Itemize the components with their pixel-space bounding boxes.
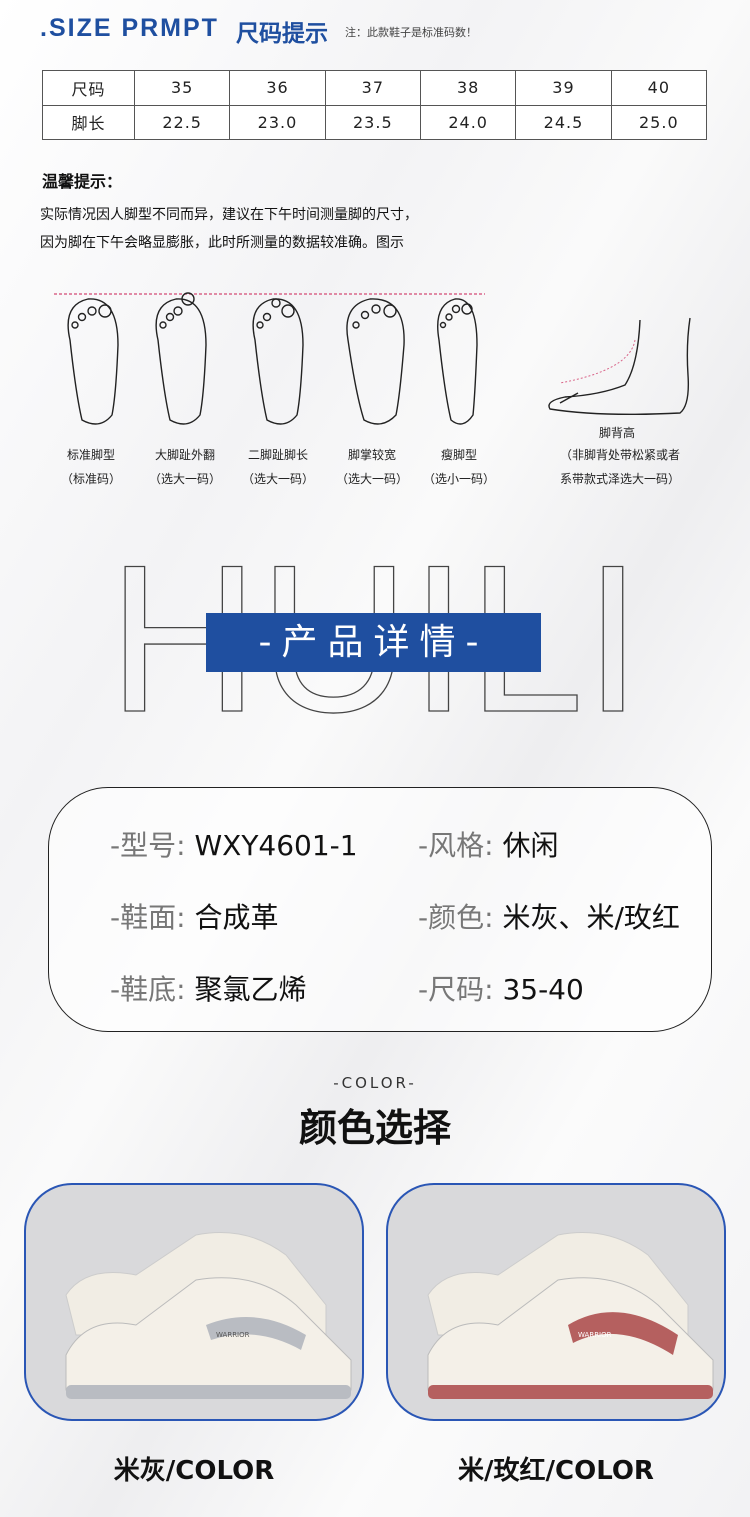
- color-option-photo[interactable]: WARRIOR: [386, 1183, 726, 1421]
- spec-value: 米灰、米/玫红: [502, 901, 680, 934]
- cell: 39: [515, 70, 612, 106]
- cell: 23.0: [229, 104, 326, 140]
- foot-icon: [155, 292, 207, 425]
- spec-key: -鞋面:: [110, 901, 186, 934]
- spec-item: -颜色: 米灰、米/玫红: [418, 896, 680, 936]
- spec-item: -尺码: 35-40: [418, 968, 584, 1008]
- spec-key: -型号:: [110, 829, 186, 862]
- instep-foot-icon: [548, 317, 691, 416]
- foot-advice: （选大一码）: [148, 472, 221, 486]
- spec-value: 合成革: [194, 901, 279, 934]
- shoe-text: WARRIOR: [578, 1331, 612, 1339]
- size-title-cn: 尺码提示: [236, 21, 328, 47]
- foot-name: 大脚趾外翻: [154, 448, 215, 462]
- foot-advice: （选大一码）: [335, 472, 408, 486]
- color-subtitle: -COLOR-: [333, 1074, 417, 1092]
- sole-accent: [428, 1385, 713, 1399]
- size-title-en: .SIZE PRMPT: [40, 14, 219, 42]
- cell: 24.5: [515, 104, 612, 140]
- spec-key: -尺码:: [418, 973, 494, 1006]
- color-option-label: 米/玫红/COLOR: [458, 1456, 654, 1486]
- spec-card: [48, 787, 712, 1032]
- cell: 23.5: [324, 104, 421, 140]
- cell: 22.5: [133, 104, 231, 140]
- cell: 24.0: [419, 104, 517, 140]
- spec-value: WXY4601-1: [194, 829, 358, 862]
- foot-name: 脚掌较宽: [347, 448, 396, 462]
- cell: 36: [229, 70, 326, 106]
- product-detail-banner: -产品详情-: [206, 613, 541, 672]
- spec-value: 35-40: [502, 973, 584, 1006]
- color-heading: 颜色选择: [298, 1106, 451, 1150]
- tips-line: 因为脚在下午会略显膨胀，此时所测量的数据较准确。图示: [40, 235, 404, 251]
- foot-diagrams: [54, 292, 691, 425]
- color-option-photo[interactable]: WARRIOR: [24, 1183, 364, 1421]
- spec-value: 休闲: [502, 829, 559, 862]
- spec-key: -鞋底:: [110, 973, 186, 1006]
- cell: 38: [419, 70, 517, 106]
- table-row: 尺码 35 36 37 38 39 40: [42, 70, 708, 106]
- instep-advice: （非脚背处带松紧或者: [559, 448, 680, 462]
- sole-accent: [66, 1385, 351, 1399]
- cell: 40: [610, 70, 708, 106]
- sneaker-image: WARRIOR: [65, 1232, 352, 1399]
- instep-name: 脚背高: [598, 426, 635, 440]
- foot-icon: [437, 298, 478, 425]
- spec-item: -型号: WXY4601-1: [110, 824, 358, 864]
- foot-advice: （标准码）: [60, 472, 121, 486]
- spec-item: -风格: 休闲: [418, 824, 558, 864]
- row-label: 尺码: [42, 70, 135, 106]
- row-label: 脚长: [42, 104, 135, 140]
- foot-name: 标准脚型: [66, 448, 115, 462]
- spec-item: -鞋底: 聚氯乙烯: [110, 968, 306, 1008]
- sneaker-image: WARRIOR: [427, 1232, 714, 1399]
- foot-advice: （选小一码）: [422, 472, 495, 486]
- spec-key: -风格:: [418, 829, 494, 862]
- foot-icon: [346, 298, 405, 425]
- table-row: 脚长 22.5 23.0 23.5 24.0 24.5 25.0: [42, 104, 708, 140]
- cell: 25.0: [610, 104, 708, 140]
- cell: 35: [133, 70, 231, 106]
- tips-heading: 温馨提示：: [42, 172, 123, 191]
- shoe-text: WARRIOR: [216, 1331, 250, 1339]
- color-option-label: 米灰/COLOR: [113, 1456, 275, 1486]
- cell: 37: [324, 70, 421, 106]
- instep-line: [559, 339, 636, 384]
- tips-line: 实际情况因人脚型不同而异，建议在下午时间测量脚的尺寸，: [40, 207, 418, 223]
- size-note: 注：此款鞋子是标准码数！: [345, 26, 477, 39]
- instep-advice: 系带款式泽选大一码）: [559, 472, 680, 486]
- spec-item: -鞋面: 合成革: [110, 896, 278, 936]
- size-table: 尺码 35 36 37 38 39 40 脚长 22.5 23.0 23.5 2…: [42, 70, 708, 140]
- foot-icon: [252, 298, 304, 425]
- foot-advice: （选大一码）: [241, 472, 314, 486]
- foot-icon: [67, 298, 119, 425]
- spec-key: -颜色:: [418, 901, 494, 934]
- foot-name: 瘦脚型: [440, 448, 477, 462]
- spec-value: 聚氯乙烯: [194, 973, 307, 1006]
- foot-name: 二脚趾脚长: [247, 448, 308, 462]
